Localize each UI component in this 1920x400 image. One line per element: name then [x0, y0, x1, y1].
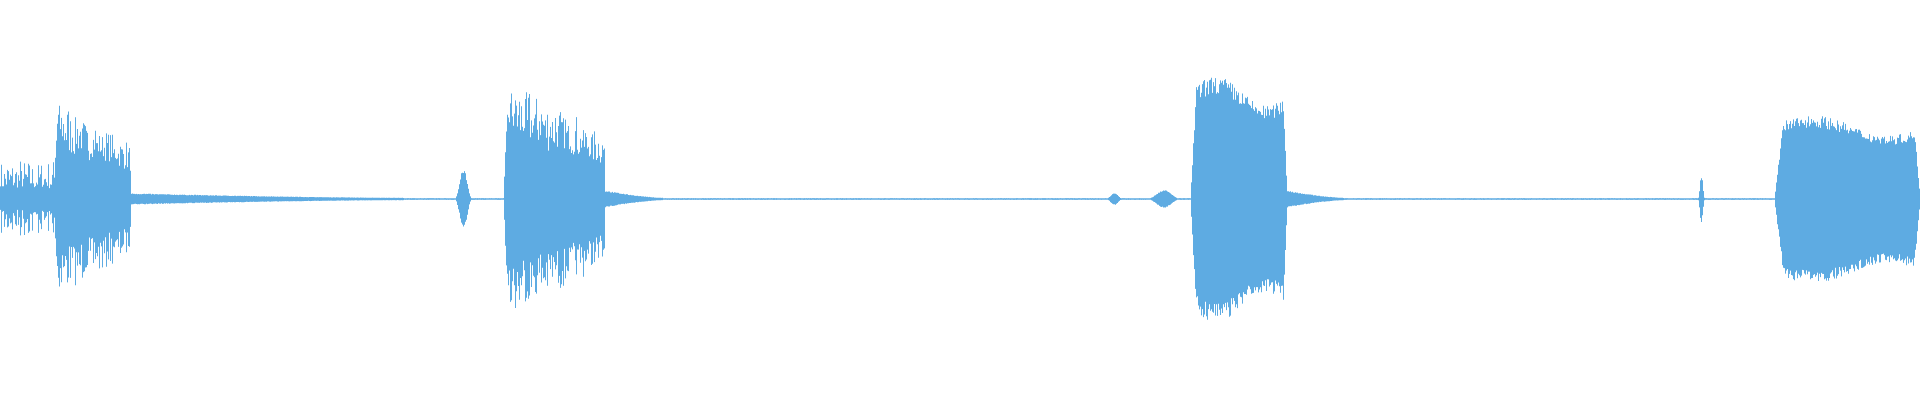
waveform-samples: [0, 77, 1920, 320]
